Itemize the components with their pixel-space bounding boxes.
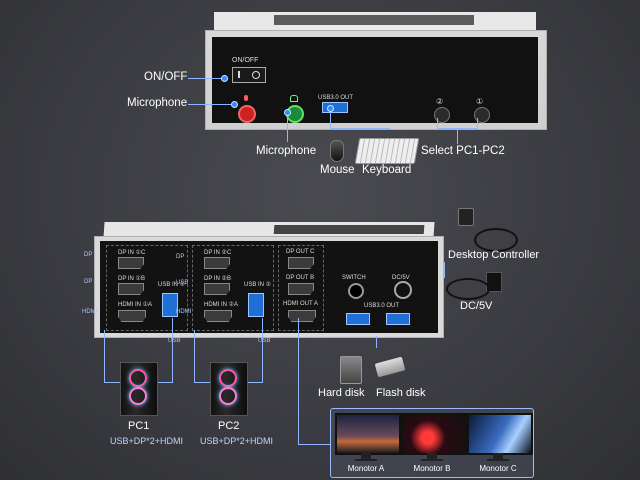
usb-in-2-port[interactable] [248,293,264,317]
dp-in-2b-port[interactable] [204,283,230,295]
mouse-label: Mouse [320,164,355,176]
dp-out-c-port[interactable] [288,257,314,269]
usb-cable2: USB [258,338,271,344]
microphone-label: Microphone [127,97,188,109]
dpin-b2-text: DP IN ②B [204,276,231,282]
pc1-name: PC1 [128,420,150,432]
side-dp3: DP [176,254,185,260]
mouse-icon [330,140,344,162]
hdmi-in-2a-port[interactable] [204,310,232,322]
keyboard-icon [354,138,420,164]
pc1-spec: USB+DP*2+HDMI [110,436,184,446]
dp-out-c-text: DP OUT C [286,249,315,255]
monitor-a-icon [335,413,401,455]
dpin-c2-text: DP IN ②C [204,250,232,256]
hdmi-in-1a-port[interactable] [118,310,146,322]
keyboard-label: Keyboard [362,164,412,176]
dp-in-2c-port[interactable] [204,257,230,269]
usb-out-port-1[interactable] [322,102,348,113]
monitor-a-label: Monotor A [347,464,385,473]
side-usb: USB [176,280,189,286]
monitor-b-icon [401,413,467,455]
select-pc-label: Select PC1-PC2 [421,145,505,157]
btn1-label: ① [476,97,484,106]
side-dp2: DP [84,279,93,285]
top-device-lid [214,12,536,31]
select-pc2-button[interactable] [434,107,450,123]
flash-disk-label: Flash disk [376,387,426,399]
flash-disk-icon [374,356,406,378]
select-pc1-button[interactable] [474,107,490,123]
controller-cable [474,228,518,252]
dp-out-b-port[interactable] [288,283,314,295]
monitor-group: Monotor A Monotor B Monotor C [330,408,534,478]
power-cable [446,278,490,300]
bottom-device-rear-panel: DP IN ①C DP IN ①B HDMI IN ①A USB IN ① DP… [94,236,444,338]
pc2-name: PC2 [218,420,240,432]
usb3-out-port-2[interactable] [386,313,410,325]
switch-jack[interactable] [348,283,364,299]
headphone-icon [290,95,298,102]
onoff-device-text: ON/OFF [232,57,259,64]
desktop-controller-icon [458,208,474,226]
monitor-b-label: Monotor B [413,464,451,473]
dc-text: DC/5V [392,275,410,281]
usb-in2-text: USB IN ② [244,282,272,288]
onoff-label: ON/OFF [144,71,188,83]
dp-in-1b-port[interactable] [118,283,144,295]
usb3-out-port-1[interactable] [346,313,370,325]
dp-in-1c-port[interactable] [118,257,144,269]
dpin-b1-text: DP IN ①B [118,276,145,282]
usb-out-device-text: USB3.0 OUT [318,95,354,101]
usb-in1-text: USB IN ① [158,282,186,288]
switch-text: SWITCH [342,275,366,281]
usb3-out-text: USB3.0 OUT [364,303,400,309]
hdmi-in-a1-text: HDMI IN ①A [118,302,153,308]
dp-out-b-text: DP OUT B [286,275,315,281]
mic-in-jack[interactable] [238,105,256,123]
power-switch[interactable] [232,67,266,83]
mic-icon [244,95,248,101]
hdmi-out-a-port[interactable] [288,310,316,322]
monitor-c-icon [467,413,533,455]
dc5v-label: DC/5V [460,300,493,312]
dpin-c1-text: DP IN ①C [118,250,146,256]
monitor-c-label: Monotor C [479,464,517,473]
power-adapter-icon [486,272,502,292]
hdmi-in-a2-text: HDMI IN ②A [204,302,239,308]
desktop-controller-label: Desktop Controller [448,249,540,261]
hard-disk-icon [340,356,362,384]
microphone-out-label: Microphone [256,145,317,157]
pc1-tower-icon [120,362,158,416]
dc-jack[interactable] [394,281,412,299]
pc2-tower-icon [210,362,248,416]
usb-cable1: USB [168,338,181,344]
hard-disk-label: Hard disk [318,387,365,399]
usb-in-1-port[interactable] [162,293,178,317]
btn2-label: ② [436,97,444,106]
side-hdmi: HDMI [82,309,98,315]
hdmi-out-a-text: HDMI OUT A [283,301,318,307]
side-hdmi2: HDMI [176,309,192,315]
pc2-spec: USB+DP*2+HDMI [200,436,274,446]
side-dp1: DP [84,252,93,258]
top-device-front-panel: ON/OFF USB3.0 OUT ② ① [205,30,547,130]
